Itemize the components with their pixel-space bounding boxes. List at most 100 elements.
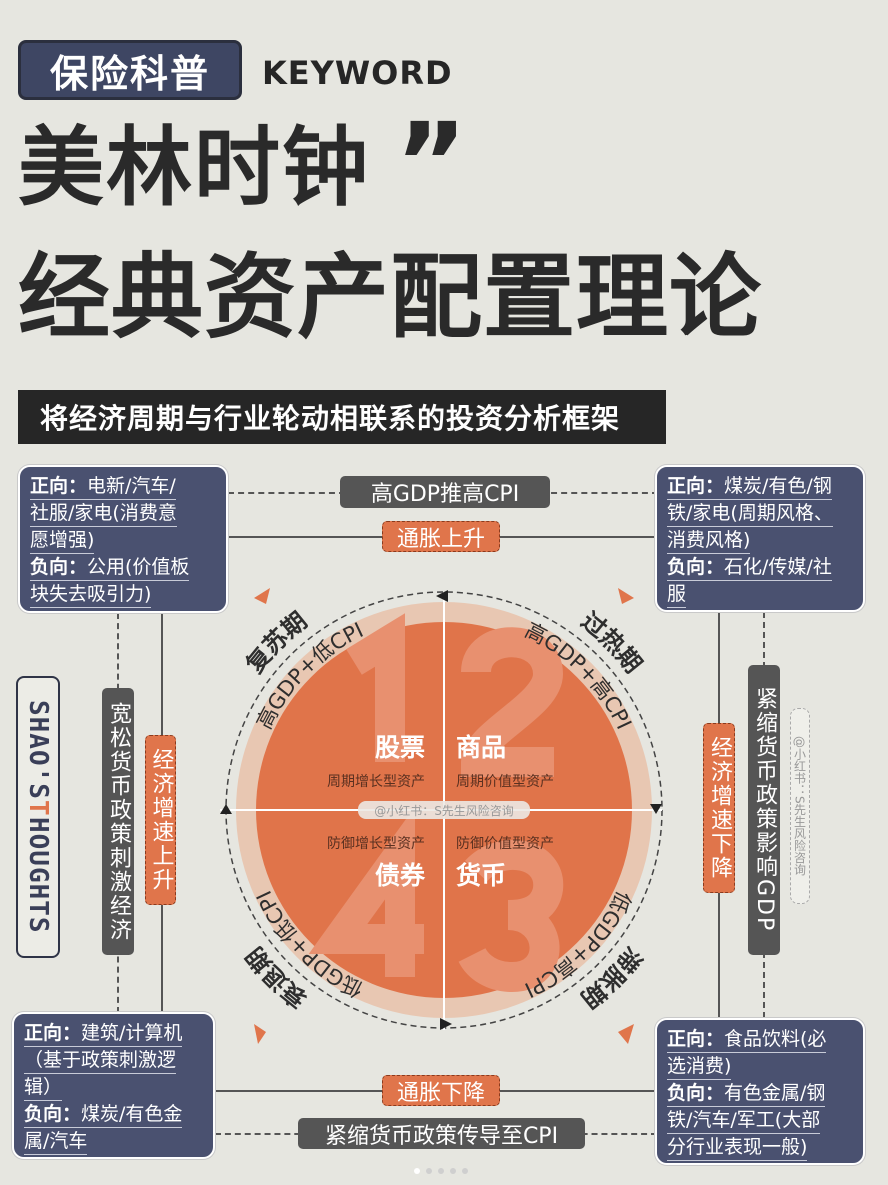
sector-line: 愿增强) bbox=[30, 527, 95, 554]
sector-text: 服 bbox=[667, 583, 687, 605]
sector-text: （基于政策刺激逻 bbox=[24, 1049, 177, 1071]
sector-line: 负向：公用(价值板 bbox=[30, 554, 190, 581]
sector-line: 负向：煤炭/有色金 bbox=[24, 1101, 183, 1128]
orange-arrow-icon bbox=[618, 588, 634, 604]
asset-name: 货币 bbox=[456, 861, 506, 890]
sector-line: 辑） bbox=[24, 1074, 63, 1101]
sector-text: 分行业表现一般) bbox=[667, 1136, 808, 1158]
direction-label: 正向： bbox=[667, 1028, 725, 1050]
sector-text: 食品饮料(必 bbox=[724, 1028, 827, 1050]
side-watermark: @小红书：S先生风险咨询 bbox=[790, 708, 810, 904]
asset-name: 商品 bbox=[456, 733, 506, 762]
recovery-sector-box: 正向：电新/汽车/社服/家电(消费意愿增强)负向：公用(价值板块失去吸引力) bbox=[18, 465, 228, 613]
sector-text: 属/汽车 bbox=[24, 1130, 88, 1152]
sector-text: 块失去吸引力) bbox=[30, 583, 152, 605]
direction-label: 负向： bbox=[667, 1082, 725, 1104]
quadrant-number-4-shape bbox=[308, 806, 424, 977]
sector-text: 愿增强) bbox=[30, 529, 95, 551]
sector-line: （基于政策刺激逻 bbox=[24, 1047, 177, 1074]
asset-type: 周期价值型资产 bbox=[456, 774, 554, 790]
sector-text: 石化/传媒/社 bbox=[724, 556, 832, 578]
sector-text: 铁/家电(周期风格、 bbox=[667, 502, 833, 524]
page-title-line1: 美林时钟 bbox=[18, 118, 370, 218]
inflation-falling-label: 通胀下降 bbox=[382, 1075, 500, 1106]
sector-line: 铁/家电(周期风格、 bbox=[667, 500, 833, 527]
page-dot[interactable] bbox=[438, 1168, 444, 1174]
direction-label: 正向： bbox=[24, 1022, 82, 1044]
growth-falling-label: 经济增速下降 bbox=[703, 723, 735, 893]
sector-line: 负向：有色金属/钢 bbox=[667, 1080, 826, 1107]
sector-text: 建筑/计算机 bbox=[81, 1022, 183, 1044]
center-watermark: @小红书：S先生风险咨询 bbox=[374, 803, 514, 818]
page-dot[interactable] bbox=[462, 1168, 468, 1174]
sector-line: 块失去吸引力) bbox=[30, 581, 152, 608]
high-gdp-pushes-cpi-label: 高GDP推高CPI bbox=[340, 476, 550, 508]
sector-line: 负向：石化/传媒/社 bbox=[667, 554, 832, 581]
sector-line: 选消费) bbox=[667, 1053, 732, 1080]
category-badge: 保险科普 bbox=[18, 40, 242, 100]
sector-text: 有色金属/钢 bbox=[724, 1082, 826, 1104]
growth-rising-label: 经济增速上升 bbox=[145, 735, 176, 905]
orange-arrow-icon bbox=[254, 1024, 266, 1044]
sector-text: 消费风格) bbox=[667, 529, 751, 551]
dark-arrow-icon bbox=[436, 590, 448, 602]
overheat-sector-box: 正向：煤炭/有色/钢铁/家电(周期风格、消费风格)负向：石化/传媒/社服 bbox=[655, 465, 865, 612]
sector-line: 正向：煤炭/有色/钢 bbox=[667, 473, 832, 500]
logo-text: T bbox=[23, 800, 53, 817]
asset-type: 防御价值型资产 bbox=[456, 836, 554, 852]
logo-text: SHAO'S bbox=[23, 700, 53, 801]
logo-text: HOUGHTS bbox=[23, 817, 53, 934]
loose-policy-label: 宽松货币政策刺激经济 bbox=[102, 688, 134, 955]
orange-arrow-icon bbox=[254, 588, 270, 604]
page-dot[interactable] bbox=[450, 1168, 456, 1174]
sector-text: 煤炭/有色/钢 bbox=[724, 475, 832, 497]
page-dot[interactable] bbox=[426, 1168, 432, 1174]
tight-policy-gdp-label: 紧缩货币政策影响GDP bbox=[748, 665, 780, 955]
asset-type: 周期增长型资产 bbox=[327, 774, 425, 790]
sector-text: 铁/汽车/军工(大部 bbox=[667, 1109, 821, 1131]
center-watermark-pill bbox=[358, 801, 530, 819]
recession-sector-box: 正向：建筑/计算机（基于政策刺激逻辑）负向：煤炭/有色金属/汽车 bbox=[12, 1012, 215, 1159]
quote-mark: ” bbox=[395, 99, 468, 227]
quadrant-number-3-shape bbox=[458, 839, 564, 993]
stagflation-sector-box: 正向：食品饮料(必选消费)负向：有色金属/钢铁/汽车/军工(大部分行业表现一般) bbox=[655, 1018, 865, 1165]
sector-line: 正向：食品饮料(必 bbox=[667, 1026, 827, 1053]
asset-name: 债券 bbox=[375, 861, 426, 890]
sector-line: 正向：建筑/计算机 bbox=[24, 1020, 183, 1047]
sector-text: 社服/家电(消费意 bbox=[30, 502, 177, 524]
quadrant-number-2-shape bbox=[460, 627, 564, 777]
direction-label: 负向： bbox=[24, 1103, 82, 1125]
dark-arrow-icon bbox=[650, 804, 662, 814]
keyword-label: KEYWORD bbox=[262, 54, 453, 92]
direction-label: 负向： bbox=[30, 556, 88, 578]
sector-text: 辑） bbox=[24, 1076, 63, 1098]
tight-policy-cpi-label: 紧缩货币政策传导至CPI bbox=[298, 1118, 585, 1149]
dark-arrow-icon bbox=[220, 804, 232, 814]
page-title-line2: 经典资产配置理论 bbox=[18, 244, 763, 351]
pagination-dots[interactable] bbox=[414, 1168, 468, 1174]
orange-arrow-icon bbox=[618, 1024, 634, 1044]
subtitle-bar: 将经济周期与行业轮动相联系的投资分析框架 bbox=[18, 390, 666, 444]
sector-text: 公用(价值板 bbox=[87, 556, 190, 578]
asset-name: 股票 bbox=[375, 733, 425, 762]
direction-label: 正向： bbox=[667, 475, 725, 497]
asset-type: 防御增长型资产 bbox=[327, 836, 425, 852]
sector-line: 属/汽车 bbox=[24, 1128, 88, 1155]
sector-line: 服 bbox=[667, 581, 687, 608]
sector-line: 正向：电新/汽车/ bbox=[30, 473, 176, 500]
direction-label: 正向： bbox=[30, 475, 88, 497]
sector-text: 选消费) bbox=[667, 1055, 732, 1077]
sector-line: 社服/家电(消费意 bbox=[30, 500, 177, 527]
direction-label: 负向： bbox=[667, 556, 725, 578]
sector-line: 铁/汽车/军工(大部 bbox=[667, 1107, 821, 1134]
page-dot[interactable] bbox=[414, 1168, 420, 1174]
sector-text: 煤炭/有色金 bbox=[81, 1103, 183, 1125]
sector-line: 分行业表现一般) bbox=[667, 1134, 808, 1161]
dark-arrow-icon bbox=[440, 1018, 452, 1030]
quadrant-number-1-shape bbox=[346, 613, 405, 762]
sector-line: 消费风格) bbox=[667, 527, 751, 554]
sector-text: 电新/汽车/ bbox=[87, 475, 176, 497]
inflation-rising-label: 通胀上升 bbox=[382, 521, 500, 552]
